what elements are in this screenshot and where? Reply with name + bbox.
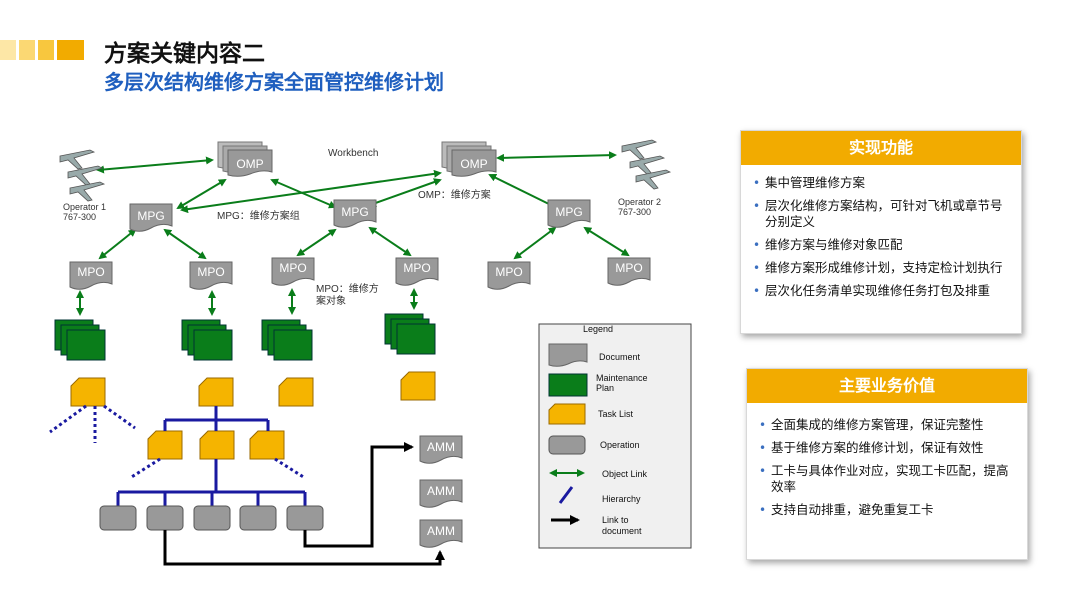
operation <box>99 505 137 531</box>
operator2-aircraft-icon <box>621 139 671 190</box>
mpg-note: MPG：维修方案组 <box>217 209 300 222</box>
functions-panel-title: 实现功能 <box>741 131 1021 165</box>
legend: Legend Document Maintenance Plan Task Li… <box>538 323 692 549</box>
mpg-document: MPG <box>129 203 173 232</box>
legend-link-to-document-2: document <box>602 526 642 536</box>
operator1-model: 767-300 <box>63 212 96 222</box>
value-item: 基于维修方案的维修计划，保证有效性 <box>759 440 1015 456</box>
value-item: 工卡与具体作业对应，实现工卡匹配，提高效率 <box>759 463 1015 495</box>
task-list <box>249 430 285 460</box>
legend-operation: Operation <box>600 440 640 450</box>
svg-text:OMP: OMP <box>460 157 487 171</box>
workbench-label: Workbench <box>328 148 378 159</box>
operation <box>193 505 231 531</box>
operator1-label: Operator 1 <box>63 202 106 212</box>
legend-link-to-document: Link to <box>602 515 629 525</box>
omp-document: OMP <box>217 141 273 177</box>
page-subtitle: 多层次结构维修方案全面管控维修计划 <box>104 70 444 94</box>
mpo-document: MPO <box>69 261 113 290</box>
maintenance-plan-stack <box>261 319 313 361</box>
mpo-note-line1: MPO：维修方 <box>316 282 379 295</box>
function-item: 集中管理维修方案 <box>753 175 1009 191</box>
svg-text:MPO: MPO <box>403 261 430 275</box>
function-item: 维修方案形成维修计划，支持定检计划执行 <box>753 260 1009 276</box>
operator2-label: Operator 2 <box>618 197 661 207</box>
business-value-list: 全面集成的维修方案管理，保证完整性 基于维修方案的维修计划，保证有效性 工卡与具… <box>747 403 1027 518</box>
operator2-model: 767-300 <box>618 207 651 217</box>
mpo-document: MPO <box>395 257 439 286</box>
task-list <box>147 430 183 460</box>
mpo-note-line2: 案对象 <box>316 294 346 307</box>
svg-text:MPO: MPO <box>495 265 522 279</box>
legend-maintenance-plan-2: Plan <box>596 383 614 393</box>
svg-text:MPG: MPG <box>341 205 368 219</box>
amm-document: AMM <box>419 435 463 464</box>
legend-title: Legend <box>583 324 613 334</box>
svg-text:MPG: MPG <box>555 205 582 219</box>
task-list <box>70 377 106 407</box>
operator1-aircraft-icon <box>59 149 105 202</box>
svg-text:MPG: MPG <box>137 209 164 223</box>
business-value-panel-title: 主要业务价值 <box>747 369 1027 403</box>
mpo-document: MPO <box>189 261 233 290</box>
legend-object-link: Object Link <box>602 469 648 479</box>
function-item: 层次化任务清单实现维修任务打包及排重 <box>753 283 1009 299</box>
document-links <box>163 442 445 566</box>
object-links <box>76 151 630 316</box>
legend-document: Document <box>599 352 641 362</box>
svg-text:MPO: MPO <box>77 265 104 279</box>
svg-text:AMM: AMM <box>427 484 455 498</box>
business-value-panel: 主要业务价值 全面集成的维修方案管理，保证完整性 基于维修方案的维修计划，保证有… <box>746 368 1028 560</box>
amm-document: AMM <box>419 479 463 508</box>
svg-text:MPO: MPO <box>279 261 306 275</box>
value-item: 支持自动排重，避免重复工卡 <box>759 502 1015 518</box>
svg-text:AMM: AMM <box>427 440 455 454</box>
legend-maintenance-plan: Maintenance <box>596 373 648 383</box>
maintenance-plan-stack <box>54 319 106 361</box>
hierarchy-lines <box>116 406 307 506</box>
function-item: 层次化维修方案结构，可针对飞机或章节号分别定义 <box>753 198 1009 230</box>
task-list <box>400 371 436 401</box>
svg-text:AMM: AMM <box>427 524 455 538</box>
mpo-document: MPO <box>487 261 531 290</box>
svg-text:OMP: OMP <box>236 157 263 171</box>
svg-text:MPO: MPO <box>615 261 642 275</box>
operation <box>286 505 324 531</box>
operation <box>239 505 277 531</box>
amm-document: AMM <box>419 519 463 548</box>
task-list <box>199 430 235 460</box>
mpo-document: MPO <box>607 257 651 286</box>
functions-list: 集中管理维修方案 层次化维修方案结构，可针对飞机或章节号分别定义 维修方案与维修… <box>741 165 1021 299</box>
svg-text:MPO: MPO <box>197 265 224 279</box>
page-title: 方案关键内容二 <box>104 41 265 67</box>
operation <box>146 505 184 531</box>
task-list <box>198 377 234 407</box>
mpg-document: MPG <box>547 199 591 228</box>
legend-task-list: Task List <box>598 409 634 419</box>
function-item: 维修方案与维修对象匹配 <box>753 237 1009 253</box>
omp-note: OMP：维修方案 <box>418 188 491 201</box>
hierarchy-dotted-lines <box>49 404 306 480</box>
mpg-document: MPG <box>333 199 377 228</box>
maintenance-plan-stack <box>384 313 436 355</box>
mpo-document: MPO <box>271 257 315 286</box>
omp-document: OMP <box>441 141 497 177</box>
value-item: 全面集成的维修方案管理，保证完整性 <box>759 417 1015 433</box>
title-accent-bars <box>0 40 84 60</box>
maintenance-plan-stack <box>181 319 233 361</box>
functions-panel: 实现功能 集中管理维修方案 层次化维修方案结构，可针对飞机或章节号分别定义 维修… <box>740 130 1022 334</box>
task-list <box>278 377 314 407</box>
legend-hierarchy: Hierarchy <box>602 494 641 504</box>
